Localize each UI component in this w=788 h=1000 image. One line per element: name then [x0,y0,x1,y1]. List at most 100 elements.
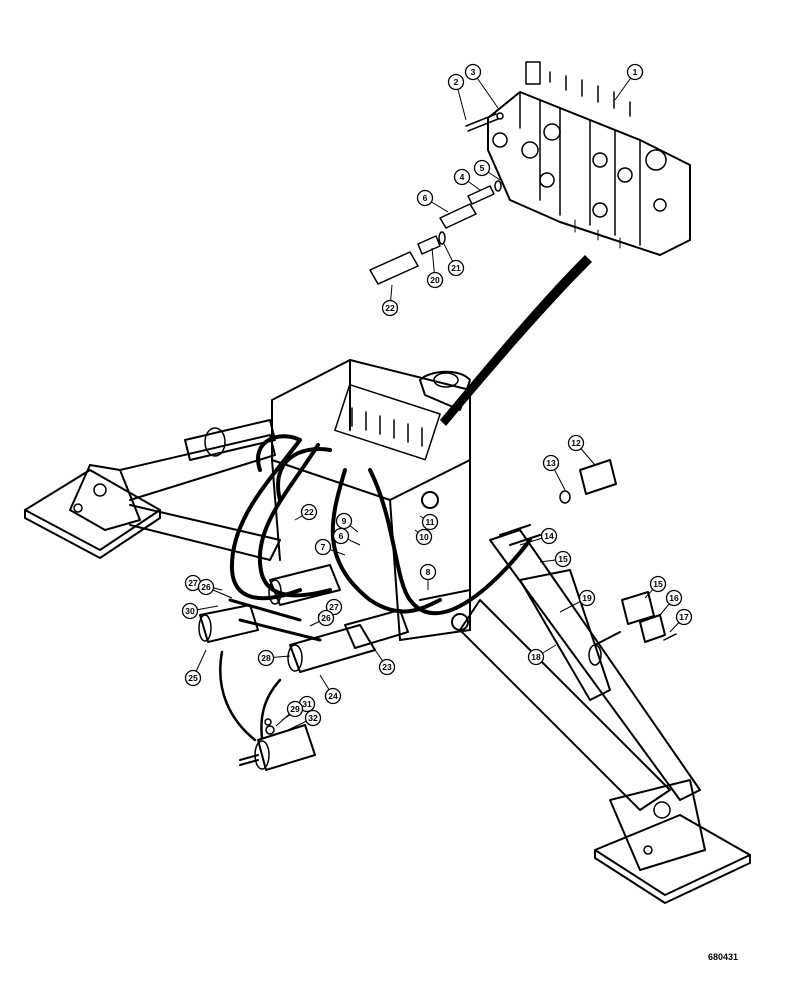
callout-label: 23 [382,662,392,672]
callout-label: 24 [328,691,338,701]
callout-24: 24 [319,674,342,705]
callout-12: 12 [567,434,596,466]
callout-10: 10 [414,528,433,546]
valve-slots [334,383,441,461]
callout-label: 27 [188,578,198,588]
callout-21: 21 [443,243,465,277]
callout-label: 7 [321,542,326,552]
callout-circle [317,609,335,627]
callout-circle [197,578,215,596]
callout-11: 11 [419,513,439,531]
callout-label: 16 [669,593,679,603]
callout-32: 32 [287,709,322,731]
callout-label: 31 [302,699,312,709]
callout-circle [181,602,199,620]
callout-circle [378,658,396,676]
callout-3: 3 [464,63,499,109]
callout-label: 26 [201,582,211,592]
callout-circle [527,648,545,666]
callout-18: 18 [527,644,557,666]
callout-label: 22 [304,507,314,517]
callout-label: 10 [419,532,429,542]
callout-label: 6 [339,531,344,541]
callout-5: 5 [473,159,501,181]
callout-29: 29 [275,700,304,727]
callout-circle [554,550,572,568]
callout-circle [542,454,560,472]
callout-label: 25 [188,673,198,683]
callout-label: 14 [544,531,554,541]
callout-circle [304,709,322,727]
callout-label: 18 [531,652,541,662]
left-stabilizer [24,419,281,561]
callout-label: 17 [679,612,689,622]
callout-circle [567,434,585,452]
callout-label: 15 [653,579,663,589]
callout-label: 13 [546,458,556,468]
callout-label: 8 [426,567,431,577]
callout-circle [447,259,465,277]
callout-circle [332,527,350,545]
callout-circle [453,168,471,186]
callout-28: 28 [257,649,291,667]
callout-label: 26 [321,613,331,623]
callout-17: 17 [669,608,693,633]
callout-22: 22 [294,503,318,521]
callout-7: 7 [314,538,346,556]
callout-circle [626,63,644,81]
callout-circle [447,73,465,91]
callout-6: 6 [416,189,449,213]
callout-circle [419,563,437,581]
callout-16: 16 [659,589,683,616]
callout-circle [325,598,343,616]
callout-label: 19 [582,593,592,603]
callout-circle [665,589,683,607]
callout-label: 32 [308,713,318,723]
callout-circle [415,528,433,546]
side-fittings [499,459,677,646]
callout-26: 26 [309,609,335,627]
callout-2: 2 [447,73,467,121]
callout-circle [675,608,693,626]
callout-19: 19 [559,589,596,613]
callout-8: 8 [419,563,437,590]
callout-label: 9 [342,516,347,526]
callout-circle [540,527,558,545]
callout-label: 15 [558,554,568,564]
callout-1: 1 [614,63,644,101]
arrow-right [260,678,282,740]
valve-fittings [369,112,504,285]
callout-label: 3 [471,67,476,77]
callout-circle [649,575,667,593]
right-stabilizer [459,529,751,904]
callout-circle [286,700,304,718]
callout-4: 4 [453,168,481,191]
callout-circle [416,189,434,207]
callout-label: 20 [430,275,440,285]
callout-label: 1 [633,67,638,77]
callout-23: 23 [374,649,396,676]
callout-circle [464,63,482,81]
callout-25: 25 [184,649,207,687]
callout-20: 20 [426,247,444,289]
callout-label: 12 [571,438,581,448]
callout-circle [426,271,444,289]
arrow-left [219,650,257,742]
callout-label: 5 [480,163,485,173]
mounting-frame [271,359,471,641]
callout-label: 6 [423,193,428,203]
callout-label: 11 [426,517,435,527]
callout-circle [300,503,318,521]
callout-circle [381,299,399,317]
reference-number: 680431 [708,952,739,962]
callout-circle [473,159,491,177]
callout-label: 30 [185,606,195,616]
callout-label: 4 [460,172,465,182]
callout-30: 30 [181,602,219,620]
callout-6: 6 [332,527,361,546]
callout-9: 9 [335,512,359,533]
callout-circle [421,513,439,531]
callout-circle [314,538,332,556]
